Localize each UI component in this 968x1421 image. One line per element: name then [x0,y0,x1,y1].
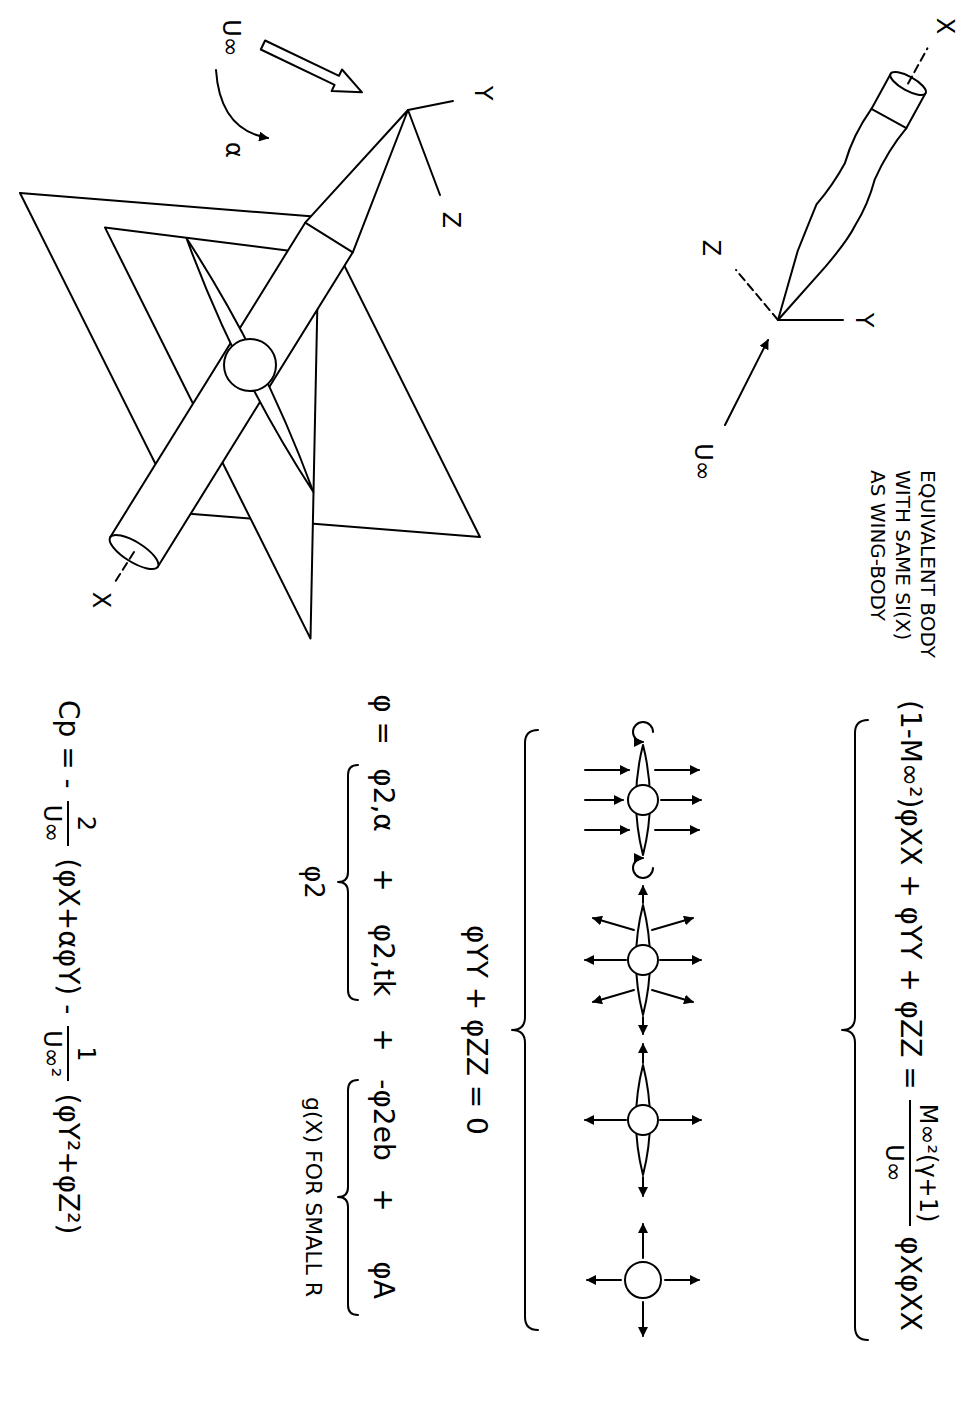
axis-label: Z [436,212,464,228]
fraction-numerator: M∞²(γ+1) [913,1104,941,1223]
fraction-denominator: U∞² [37,1030,65,1077]
fuselage [110,110,408,567]
equation-term: (φX+αφY) - [52,858,84,1014]
wing-section [186,238,313,492]
freestream-arrow [725,340,768,425]
potential-term: φ2,α [367,768,399,832]
axis-label: Z [696,240,724,256]
brace [512,730,538,1330]
body-section [224,339,276,391]
potential-term: φ2,tk [367,924,399,996]
equation-term: φXφXX [894,1236,926,1331]
potential-term: -φ2eb [367,1079,399,1160]
fraction-denominator: U∞ [37,805,65,843]
x-axis [115,552,134,582]
x-axis [908,48,927,83]
brace-label: g(X) FOR SMALL R [300,1097,325,1297]
operator: + [367,868,399,891]
wing-body [20,41,480,639]
operator: + [367,1028,399,1051]
z-axis [736,270,778,320]
y-axis [778,319,843,321]
axisymmetric-icon [587,1224,699,1336]
y-axis [408,101,453,110]
body-outline [778,74,926,320]
lift-icon [585,722,701,878]
source-icon [585,1044,701,1196]
brace [338,1080,358,1315]
equation-term: Cp = - [52,700,84,789]
brace [842,720,868,1340]
equation-term: (φY²+φZ²) [52,1093,84,1234]
body-ring [871,109,906,128]
freestream-arrow [261,41,362,93]
fraction-bar [67,801,69,847]
equivalent-body [725,48,929,425]
axis-label: Y [849,313,877,328]
freestream-label: U∞ [688,443,716,481]
axis-label: X [86,592,114,608]
z-axis [408,110,440,195]
fraction-numerator: 1 [71,1046,99,1061]
braces [338,720,868,1340]
nose-joint [305,223,353,253]
operator: + [367,1188,399,1211]
crossflow-icons [585,722,701,1336]
crossflow-equation: φYY + φZZ = 0 [460,925,492,1135]
equation-term: φ = [367,694,399,745]
fraction-bar [909,1100,911,1227]
potential-term: φA [367,1261,399,1299]
fraction-numerator: 2 [71,816,99,831]
axis-label: Y [468,86,496,101]
fraction-denominator: U∞ [879,1144,907,1182]
freestream-label: U∞ [216,19,244,57]
fraction-bar [67,1026,69,1081]
brace [338,765,358,1000]
brace-label: φ2 [298,865,328,899]
equation-term: (1-M∞²)φXX + φYY + φZZ = [894,700,926,1090]
axis-label: X [930,18,958,34]
thickness-icon [585,886,701,1034]
angle-label: α [219,142,247,158]
figure-note: EQUIVALENT BODY WITH SAME SI(X) AS WING-… [865,470,940,661]
angle-arc [216,70,268,138]
